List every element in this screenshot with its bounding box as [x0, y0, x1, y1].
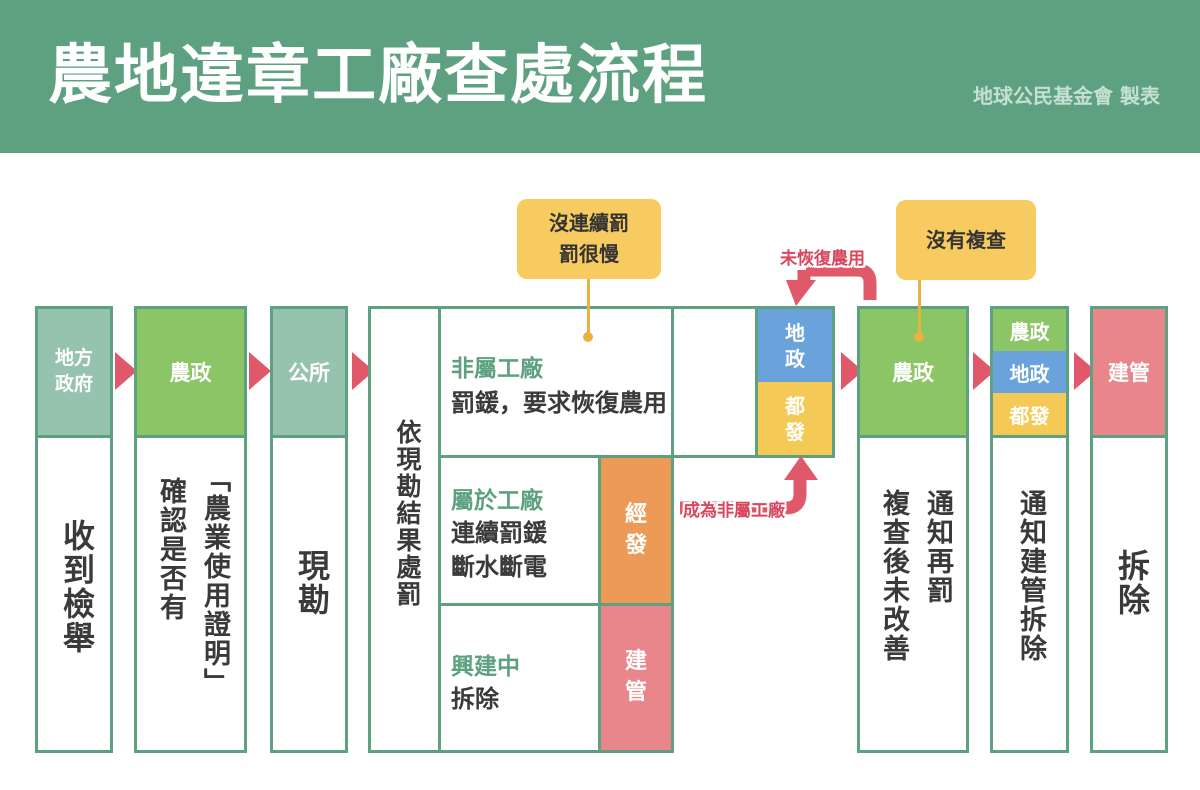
branch-factory-title: 屬於工廠 — [451, 488, 543, 514]
branch-non-factory-agency: 地 政 都 發 — [755, 306, 835, 458]
branch-construction-agency: 建 管 — [601, 606, 671, 750]
step-body-receive-report: 收到檢舉 — [58, 519, 96, 655]
step-body-demolish: 拆除 — [1113, 549, 1151, 617]
agency-land-admin: 地 政 — [758, 309, 832, 382]
header-bar: 農地違章工廠查處流程 地球公民基金會 製表 — [0, 0, 1200, 153]
page-title: 農地違章工廠查處流程 — [48, 39, 708, 113]
step-agency-agriculture-2: 農政 — [860, 309, 966, 435]
step-body-site-inspection: 現勘 — [293, 549, 331, 617]
branch-factory-desc-2: 斷水斷電 — [451, 553, 547, 581]
loop-label-not-restored: 未恢復農用 — [780, 249, 865, 269]
callout-dot — [914, 332, 924, 342]
loop-arrow-top-head — [786, 280, 816, 306]
credit-text: 地球公民基金會 製表 — [973, 84, 1160, 108]
step-demolition: 建管 拆除 — [1090, 306, 1168, 753]
step-township-office: 公所 現勘 — [270, 306, 348, 753]
arrow-right-icon — [249, 352, 271, 390]
loop-arrow-bottom-head — [784, 456, 818, 480]
agency-urban-dev: 都 發 — [758, 382, 832, 455]
step-body-notify-fine: 通知再罰 — [922, 489, 953, 605]
step-agency-agriculture-3: 農政 — [993, 309, 1066, 351]
step-agency-township: 公所 — [273, 309, 345, 435]
step-notify-demolition: 農政 地政 都發 通知建管拆除 — [990, 306, 1069, 753]
loop-arrow-top-icon — [806, 263, 877, 300]
arrow-right-icon — [973, 352, 995, 390]
callout-stem — [918, 280, 921, 336]
callout-slow-fines: 沒連續罰 罰很慢 — [517, 199, 661, 279]
branch-non-factory-desc: 罰鍰，要求恢復農用 — [451, 389, 667, 417]
step-body-usage-cert: 「農業使用證明」 — [199, 465, 230, 697]
step-agency-local-government: 地方 政府 — [38, 309, 110, 435]
step-body-confirm: 確認是否有 — [155, 477, 186, 622]
step-body-penalty-by-result: 依現勘結果處罰 — [393, 419, 422, 608]
callout-stem — [587, 279, 590, 336]
branch-non-factory-title: 非屬工廠 — [451, 356, 543, 382]
step-agriculture-check: 農政 「農業使用證明」 確認是否有 — [134, 306, 247, 753]
step-agency-building: 建管 — [1093, 309, 1165, 435]
step-agriculture-recheck: 農政 通知再罰 複查後未改善 — [857, 306, 969, 753]
branch-factory-agency: 經 發 — [601, 458, 671, 603]
loop-label-become-non-factory: 成為非屬工廠 — [683, 501, 785, 521]
step-agency-agriculture: 農政 — [137, 309, 244, 435]
step-body-recheck: 複查後未改善 — [878, 489, 909, 663]
branch-construction-title: 興建中 — [451, 654, 520, 680]
step-penalty: 依現勘結果處罰 非屬工廠 罰鍰，要求恢復農用 屬於工廠 連續罰鍰 斷水斷電 經 … — [368, 306, 674, 753]
step-local-government: 地方 政府 收到檢舉 — [35, 306, 113, 753]
step-agency-land-admin: 地政 — [993, 351, 1066, 393]
step-body-notify-building: 通知建管拆除 — [1015, 489, 1046, 663]
arrow-right-icon — [115, 352, 137, 390]
callout-no-recheck: 沒有複查 — [896, 200, 1036, 280]
branch-construction-desc: 拆除 — [451, 685, 499, 713]
callout-dot — [583, 332, 593, 342]
branch-factory-desc-1: 連續罰鍰 — [451, 519, 547, 547]
step-agency-urban-dev: 都發 — [993, 393, 1066, 435]
